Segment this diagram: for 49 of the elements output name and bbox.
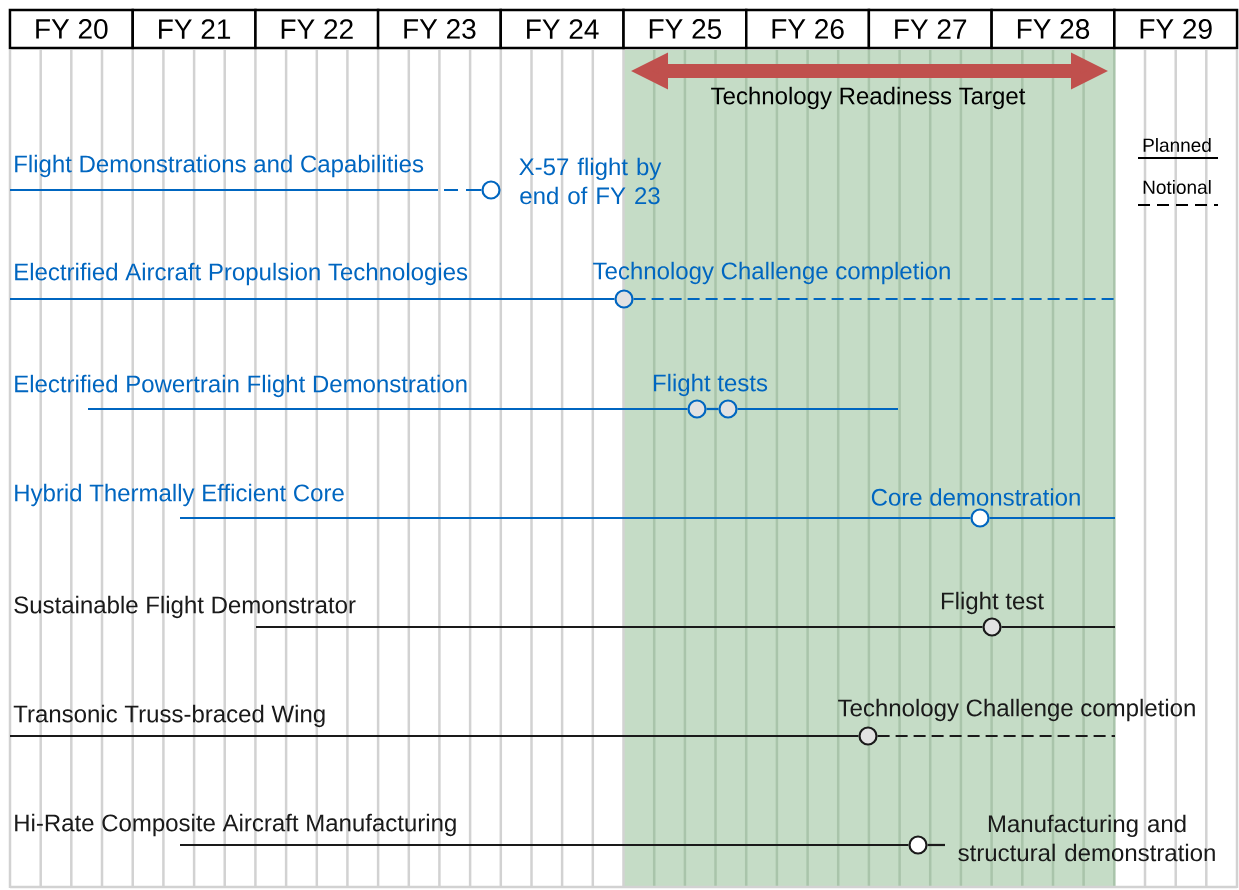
legend-label: Notional	[1143, 180, 1211, 194]
milestone-label: Technology Challenge completion	[838, 698, 1195, 722]
milestone-label: Technology Challenge completion	[593, 261, 950, 285]
header-cell: FY 25	[622, 8, 748, 50]
header-cell: FY 23	[376, 8, 502, 50]
header-cell: FY 26	[745, 8, 871, 50]
timeline-line	[10, 734, 859, 738]
header-cell: FY 29	[1113, 8, 1239, 50]
notional-line	[633, 297, 1115, 301]
timeline-line	[737, 407, 898, 411]
milestone-marker	[718, 399, 738, 419]
milestone-marker	[614, 289, 634, 309]
header-cell: FY 28	[990, 8, 1116, 50]
legend-label: Planned	[1143, 138, 1211, 152]
header-cell: FY 21	[131, 8, 257, 50]
milestone-label: Core demonstration	[871, 488, 1080, 506]
milestone-marker	[970, 508, 990, 528]
timeline-line	[180, 516, 971, 520]
timeline-line	[256, 625, 983, 629]
milestone-label: Manufacturing and structural demonstration	[958, 814, 1215, 862]
timeline-line	[706, 407, 719, 411]
milestone-marker	[858, 726, 878, 746]
row-title: Sustainable Flight Demonstrator	[14, 595, 356, 619]
milestone-label: Flight tests	[653, 373, 768, 397]
row-title: Electrified Powertrain Flight Demonstration	[15, 374, 467, 398]
timeline-line	[1001, 625, 1115, 629]
header-cell: FY 22	[254, 8, 380, 50]
header-cell: FY 24	[499, 8, 625, 50]
notional-line	[877, 734, 1115, 738]
row-title: Hybrid Thermally Efficient Core	[15, 483, 344, 507]
row-title: Transonic Truss-braced Wing	[13, 704, 325, 728]
milestone-marker	[908, 835, 928, 855]
milestone-marker	[982, 617, 1002, 637]
timeline-line	[180, 843, 909, 847]
milestone-label: Flight test	[941, 591, 1044, 615]
milestone-marker	[687, 399, 707, 419]
timeline-line	[989, 516, 1115, 520]
span-label: Technology Readiness Target	[711, 86, 1026, 110]
notional-line	[10, 188, 482, 192]
timeline-line	[88, 407, 688, 411]
row-title: Electrified Aircraft Propulsion Technologies	[15, 262, 468, 286]
row-title: Hi-Rate Composite Aircraft Manufacturing	[15, 813, 456, 837]
milestone-label: X-57 flight by end of FY 23	[519, 157, 662, 205]
timeline-line	[927, 843, 945, 847]
row-title: Flight Demonstrations and Capabilities	[15, 154, 424, 178]
header-cell: FY 20	[8, 8, 134, 50]
milestone-marker	[481, 180, 501, 200]
header-cell: FY 27	[867, 8, 993, 50]
timeline-line	[10, 297, 615, 301]
